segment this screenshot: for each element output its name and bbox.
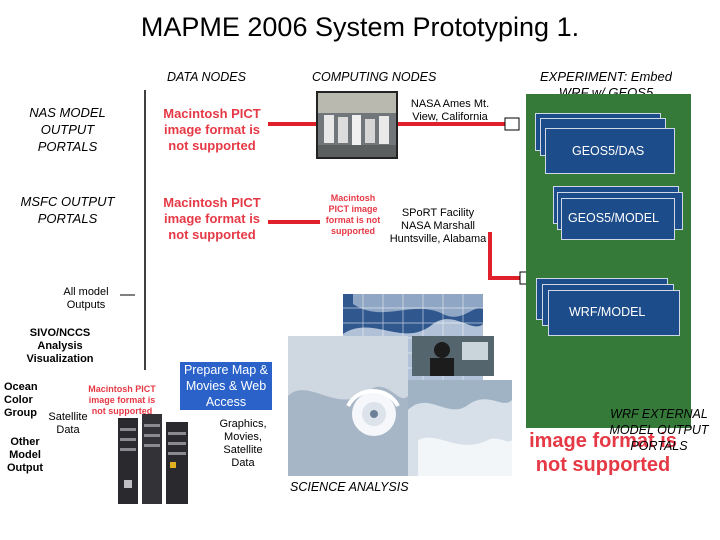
page-title: MAPME 2006 System Prototyping 1. — [140, 12, 580, 42]
sivo-label: SIVO/NCCS Analysis Visualization — [26, 327, 94, 365]
science-analysis-label: SCIENCE ANALYSIS — [290, 480, 409, 494]
pict-placeholder-msfc: Macintosh PICT image format is not suppo… — [163, 195, 261, 242]
hurricane-image — [288, 336, 408, 476]
satellite-data-label: Satellite Data — [48, 411, 88, 436]
geos5-das-label: GEOS5/DAS — [572, 144, 645, 158]
pict-placeholder-nas: Macintosh PICT image format is not suppo… — [163, 106, 261, 153]
geos5-model-box: GEOS5/MODEL — [561, 198, 675, 240]
cloud-image — [408, 380, 512, 476]
other-model-label: Other Model Output — [6, 436, 44, 474]
pict-placeholder-sport: Macintosh PICT image format is not suppo… — [325, 193, 381, 236]
ames-facility-photo — [316, 91, 398, 159]
msfc-portal-label: MSFC OUTPUT PORTALS — [20, 194, 115, 226]
geos5-das-box: GEOS5/DAS — [545, 128, 675, 174]
wrf-model-label: WRF/MODEL — [569, 305, 646, 319]
ames-label: NASA Ames Mt. View, California — [410, 98, 490, 123]
pict-placeholder-ocean: Macintosh PICT image format is not suppo… — [88, 384, 156, 416]
ocean-color-label: Ocean Color Group — [4, 381, 38, 419]
analyst-photo — [412, 336, 494, 376]
geos5-model-label: GEOS5/MODEL — [568, 211, 659, 225]
wrf-external-label: WRF EXTERNAL MODEL OUTPUT PORTALS — [609, 407, 709, 453]
computing-nodes-header: COMPUTING NODES — [312, 70, 437, 84]
server-racks-image — [118, 414, 188, 504]
connector-node-1 — [504, 117, 520, 131]
nas-portal-label: NAS MODEL OUTPUT PORTALS — [29, 105, 106, 154]
data-nodes-header: DATA NODES — [167, 70, 246, 84]
wrf-model-box: WRF/MODEL — [548, 290, 680, 336]
sport-label: SPoRT Facility NASA Marshall Huntsville,… — [389, 207, 487, 245]
graphics-label: Graphics, Movies, Satellite Data — [219, 418, 267, 469]
all-outputs-label: All model Outputs — [63, 286, 109, 311]
prepare-map-box: Prepare Map & Movies & Web Access — [180, 362, 272, 410]
